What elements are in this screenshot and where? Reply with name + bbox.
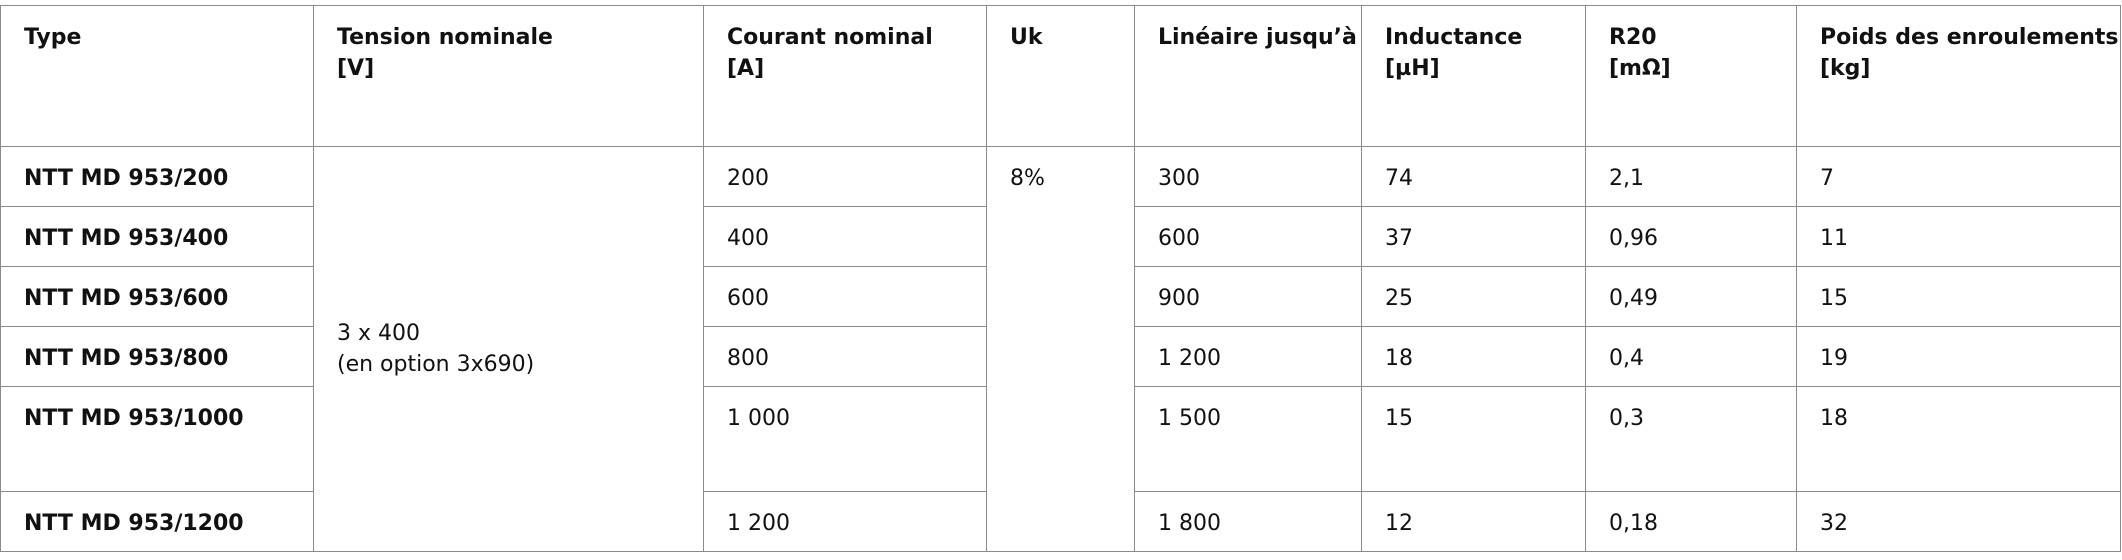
cell-r20: 0,49 (1585, 266, 1797, 327)
cell-r20: 0,18 (1585, 491, 1797, 552)
cell-current: 1 200 (703, 491, 987, 552)
header-row: Type Tension nominale [V] Courant nomina… (0, 5, 2121, 147)
cell-weight: 19 (1796, 326, 2121, 387)
cell-inductance: 15 (1361, 386, 1586, 492)
table-row: NTT MD 953/800 800 1 200 18 0,4 19 (0, 326, 2121, 387)
voltage-option: (en option 3x690) (337, 352, 535, 377)
table-row: NTT MD 953/1000 1 000 1 500 15 0,3 18 (0, 386, 2121, 492)
cell-current: 800 (703, 326, 987, 387)
cell-inductance: 37 (1361, 206, 1586, 267)
cell-linear: 300 (1134, 146, 1362, 207)
cell-linear: 1 200 (1134, 326, 1362, 387)
cell-type: NTT MD 953/1200 (0, 491, 314, 552)
cell-linear: 900 (1134, 266, 1362, 327)
header-current: Courant nominal [A] (703, 5, 987, 147)
header-uk: Uk (986, 5, 1135, 147)
cell-weight: 7 (1796, 146, 2121, 207)
cell-voltage: 3 x 400 (en option 3x690) (313, 146, 704, 552)
cell-weight: 11 (1796, 206, 2121, 267)
cell-r20: 2,1 (1585, 146, 1797, 207)
header-linear: Linéaire jusqu’à (1134, 5, 1362, 147)
table-row: NTT MD 953/600 600 900 25 0,49 15 (0, 266, 2121, 327)
cell-type: NTT MD 953/600 (0, 266, 314, 327)
cell-linear: 600 (1134, 206, 1362, 267)
header-voltage: Tension nominale [V] (313, 5, 704, 147)
cell-weight: 32 (1796, 491, 2121, 552)
cell-uk: 8% (986, 146, 1135, 552)
header-inductance: Inductance [µH] (1361, 5, 1586, 147)
header-weight: Poids des enroulements [kg] (1796, 5, 2121, 147)
cell-r20: 0,96 (1585, 206, 1797, 267)
spec-table: Type Tension nominale [V] Courant nomina… (0, 5, 2121, 552)
cell-linear: 1 500 (1134, 386, 1362, 492)
cell-inductance: 18 (1361, 326, 1586, 387)
cell-type: NTT MD 953/400 (0, 206, 314, 267)
cell-inductance: 25 (1361, 266, 1586, 327)
cell-type: NTT MD 953/1000 (0, 386, 314, 492)
voltage-value: 3 x 400 (337, 321, 420, 346)
table-row: NTT MD 953/1200 1 200 1 800 12 0,18 32 (0, 491, 2121, 552)
cell-current: 200 (703, 146, 987, 207)
cell-current: 1 000 (703, 386, 987, 492)
header-r20: R20 [mΩ] (1585, 5, 1797, 147)
cell-inductance: 12 (1361, 491, 1586, 552)
table-row: NTT MD 953/200 3 x 400 (en option 3x690)… (0, 146, 2121, 552)
cell-current: 400 (703, 206, 987, 267)
cell-type: NTT MD 953/800 (0, 326, 314, 387)
cell-weight: 15 (1796, 266, 2121, 327)
cell-r20: 0,3 (1585, 386, 1797, 492)
header-type: Type (0, 5, 314, 147)
cell-weight: 18 (1796, 386, 2121, 492)
cell-current: 600 (703, 266, 987, 327)
cell-r20: 0,4 (1585, 326, 1797, 387)
cell-linear: 1 800 (1134, 491, 1362, 552)
cell-inductance: 74 (1361, 146, 1586, 207)
cell-type: NTT MD 953/200 (0, 146, 314, 207)
